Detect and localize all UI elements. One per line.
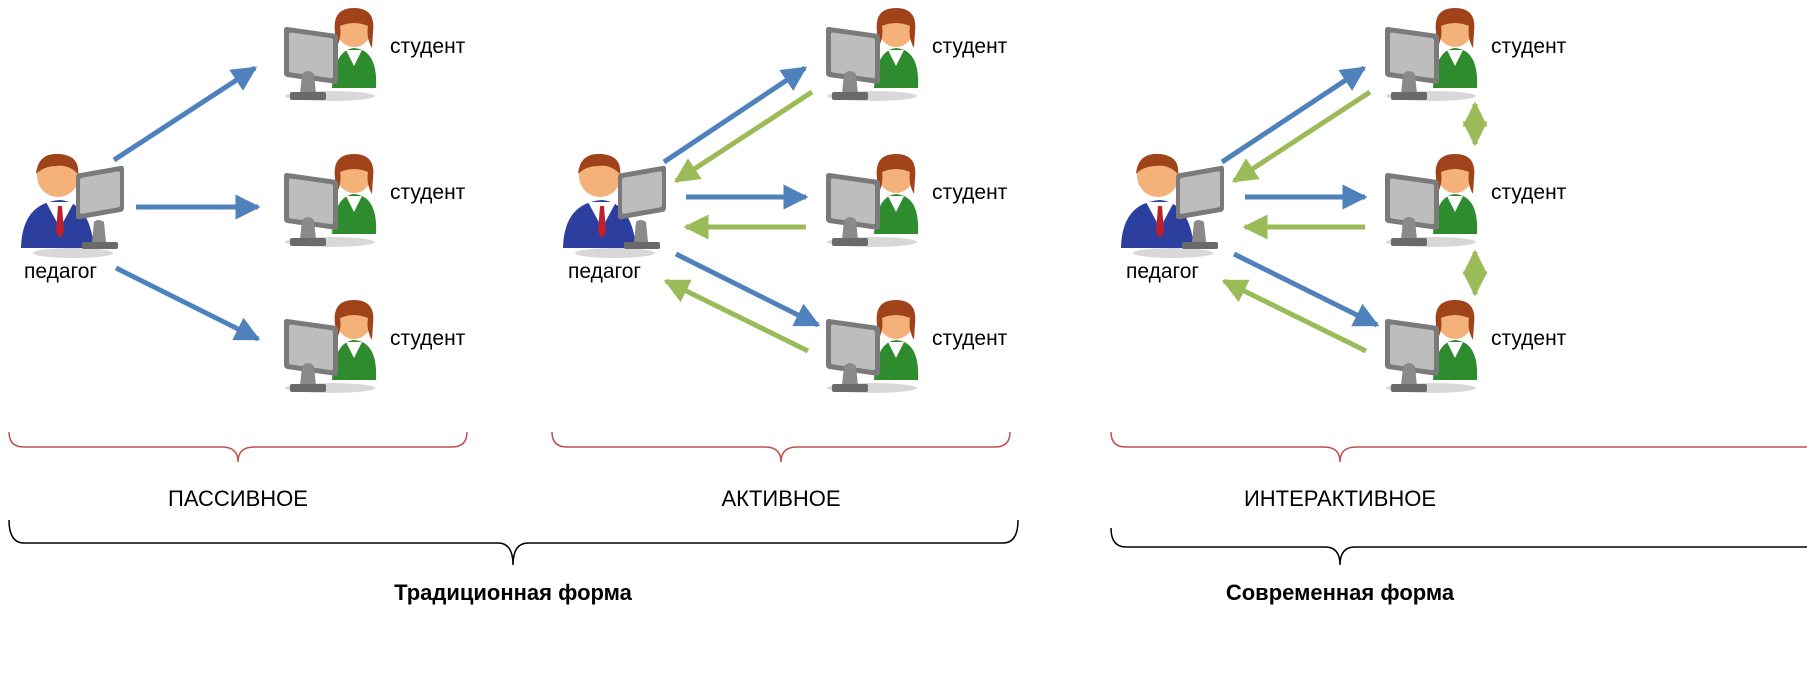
arrow-student-to-teacher [663, 278, 810, 354]
big-brace-traditional [8, 519, 1019, 566]
student-label: студент [932, 181, 1008, 204]
teacher-label: педагог [24, 260, 98, 283]
panel-passive [8, 8, 468, 463]
student-label: студент [1491, 327, 1567, 350]
student-icon [1385, 154, 1478, 247]
teacher-icon [1121, 153, 1224, 258]
arrow-student-to-teacher [1221, 278, 1368, 354]
teacher-label: педагог [1126, 260, 1200, 283]
small-brace [8, 431, 468, 463]
panel-active [551, 8, 1011, 463]
student-label: студент [932, 35, 1008, 58]
modern-form-caption: Современная форма [1225, 580, 1455, 605]
student-icon [826, 8, 919, 101]
mode-interactive-caption: ИНТЕРАКТИВНОЕ [1243, 486, 1437, 511]
teacher-icon [563, 153, 666, 258]
student-label: студент [932, 327, 1008, 350]
student-icon [1385, 8, 1478, 101]
student-label: студент [390, 35, 466, 58]
arrow-teacher-to-student [114, 265, 261, 342]
student-label: студент [1491, 35, 1567, 58]
arrow-teacher-to-student [674, 251, 821, 328]
arrow-teacher-to-student [112, 65, 258, 163]
student-icon [284, 8, 377, 101]
mode-passive-caption: ПАССИВНОЕ [168, 486, 308, 511]
student-label: студент [390, 181, 466, 204]
mode-active-caption: АКТИВНОЕ [721, 486, 841, 511]
teacher-icon [21, 153, 124, 258]
arrow-student-to-teacher [673, 89, 814, 184]
student-label: студент [1491, 181, 1567, 204]
small-brace [1110, 431, 1807, 463]
student-icon [1385, 300, 1478, 393]
student-icon [284, 300, 377, 393]
small-brace [551, 431, 1011, 463]
big-brace-modern [1110, 527, 1807, 566]
teacher-label: педагог [568, 260, 642, 283]
traditional-form-caption: Традиционная форма [394, 580, 632, 605]
arrow-student-to-teacher [1231, 89, 1372, 184]
arrow-teacher-to-student [662, 65, 808, 165]
student-icon [284, 154, 377, 247]
student-icon [826, 300, 919, 393]
panel-interactive [1110, 8, 1807, 463]
arrow-teacher-to-student [1220, 65, 1367, 165]
arrow-teacher-to-student [1232, 251, 1380, 328]
student-label: студент [390, 327, 466, 350]
student-icon [826, 154, 919, 247]
